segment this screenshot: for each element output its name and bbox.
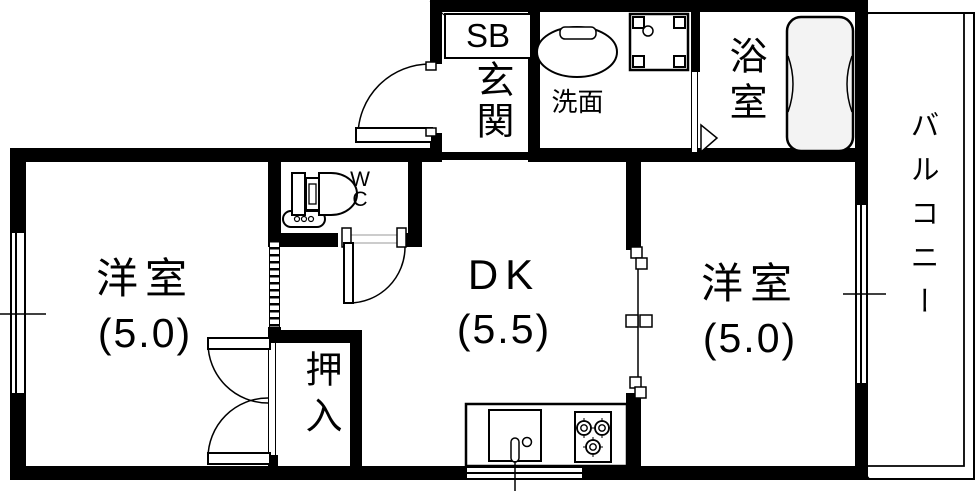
washing-machine-icon [628,12,690,72]
wall-top-main [10,148,442,162]
kitchen-counter [464,402,629,468]
wall-right-lower [855,383,868,480]
wc-door [341,227,407,304]
wall-closet-door-stub [268,455,278,468]
wall-washer-bath [691,12,700,72]
wall-entry-left-upper [430,0,442,64]
wc-label-w: W [350,168,370,191]
kitchen-sink-icon [488,409,542,463]
bathtub-icon [785,15,855,153]
window-left-bedroom [10,233,26,393]
bathroom-label: 浴室 [723,36,765,128]
wall-wc-bottom-left [268,233,338,247]
shoe-box-label: SB [465,17,511,54]
shoe-box: SB [444,13,532,59]
stove-icon [574,411,612,463]
wall-wc-left [268,162,281,240]
wc-label: W C [344,168,376,211]
corner-chamfers [10,0,870,480]
washroom-label: 洗面 [551,87,604,117]
bathroom-door-plane [691,72,698,152]
bedroom-left-size: (5.0) [97,309,193,356]
bedroom-left-label: 洋室 (5.0) [50,243,240,368]
dk-size: (5.5) [456,306,552,352]
wall-entry-step [442,152,528,160]
dk-name: DK [467,251,541,298]
window-ticks [0,293,886,491]
wall-wc-right [408,162,422,247]
bathroom-door-arrow-icon [700,123,719,154]
wall-top-upper-section [430,0,868,12]
entrance-door [355,61,437,143]
dk-label: DK (5.5) [418,238,590,366]
bedroom-right-size: (5.0) [702,314,798,361]
wall-closet-top [268,330,362,343]
wc-label-c: C [352,188,368,211]
wall-closet-right [350,330,362,468]
bedroom-right-name: 洋室 [700,259,799,307]
balcony-railing [862,12,975,480]
wall-wet-area-bottom [528,148,868,162]
sink-icon [536,26,618,78]
bedroom-left-name: 洋室 [95,254,194,302]
closet-doors [207,337,271,465]
accordion-door-bedroom-dk [269,240,280,327]
toilet-icon [282,172,358,228]
closet-door-plane [268,343,276,455]
wall-bottom [10,466,862,480]
closet-label: 押入 [300,350,341,442]
wall-left-upper [10,148,26,233]
sliding-door-dk-bedroom [625,246,653,399]
wall-left-lower [10,393,26,480]
wall-partition-bottom [626,393,641,466]
wall-partition-top [626,162,641,250]
entrance-label: 玄関 [470,60,512,142]
balcony-label: バルコニー [906,110,938,330]
bedroom-right-label: 洋室 (5.0) [655,248,845,373]
